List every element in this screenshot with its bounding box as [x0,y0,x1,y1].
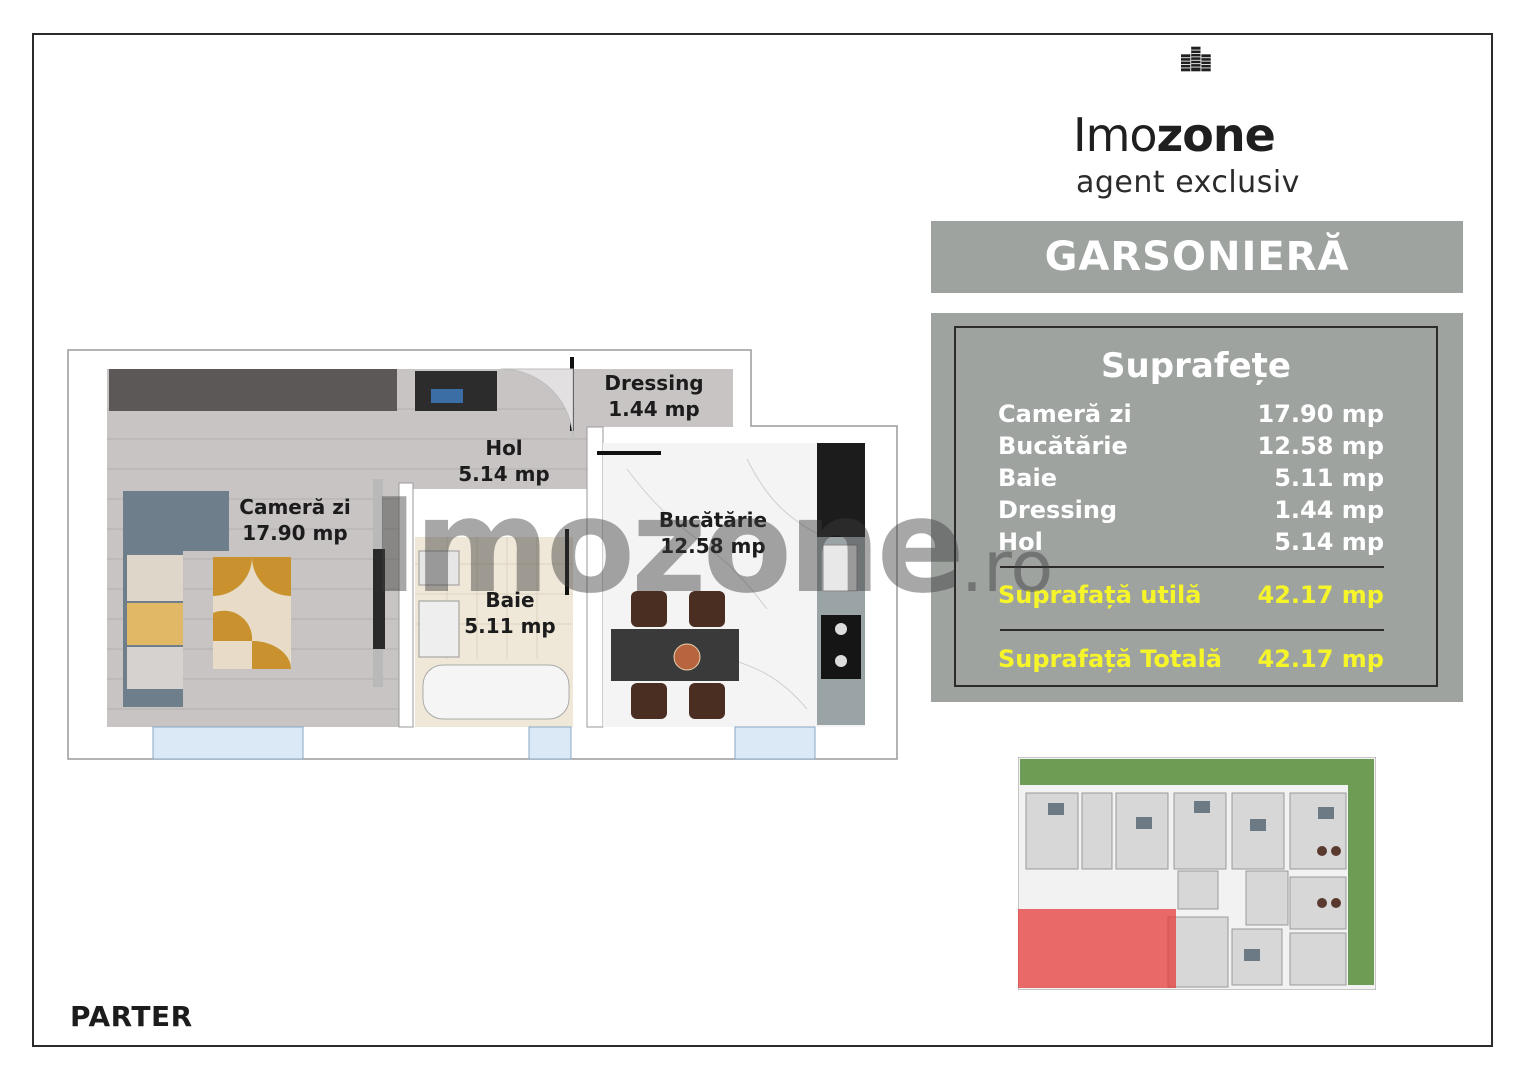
area-value: 1.44 mp [1274,496,1384,524]
area-value: 5.14 mp [1274,528,1384,556]
areas-box: Suprafețe Cameră zi 17.90 mp Bucătărie 1… [954,326,1438,687]
total-area-name: Suprafață Totală [998,645,1223,673]
selected-unit-highlight [1018,909,1176,988]
watermark-main: Imozone [370,470,965,622]
area-name: Hol [998,528,1043,556]
room-label-bucatarie: Bucătărie 12.58 mp [643,507,783,559]
room-area: 17.90 mp [242,521,348,545]
area-value: 12.58 mp [1257,432,1384,460]
room-area: 12.58 mp [660,534,766,558]
room-name: Cameră zi [239,495,351,519]
page-title: GARSONIERĂ [1044,234,1350,280]
area-value: 17.90 mp [1257,400,1384,428]
room-name: Dressing [604,371,704,395]
divider [1000,566,1384,568]
brand-tagline: agent exclusiv [1076,165,1300,200]
buildings-logo-icon [1181,46,1211,72]
room-name: Hol [485,436,523,460]
total-area-value: 42.17 mp [1257,645,1384,673]
area-name: Baie [998,464,1057,492]
room-area: 5.11 mp [464,614,556,638]
areas-panel: Suprafețe Cameră zi 17.90 mp Bucătărie 1… [931,313,1463,702]
watermark: Imozone.ro [370,470,1053,622]
area-name: Bucătărie [998,432,1128,460]
brand-name-part2: zone [1156,108,1276,162]
room-area: 5.14 mp [458,462,550,486]
room-label-dressing: Dressing 1.44 mp [589,370,719,422]
room-label-baie: Baie 5.11 mp [445,587,575,639]
room-name: Baie [485,588,535,612]
area-value: 5.11 mp [1274,464,1384,492]
floor-plan: Cameră zi 17.90 mp Hol 5.14 mp Dressing … [67,349,899,761]
room-name: Bucătărie [658,508,768,532]
areas-title: Suprafețe [1101,346,1291,386]
useful-area-value: 42.17 mp [1257,581,1384,609]
brand-name: Imozone [1073,108,1276,162]
room-label-camera-zi: Cameră zi 17.90 mp [225,494,365,546]
floor-label: PARTER [70,1000,193,1033]
room-area: 1.44 mp [608,397,700,421]
site-plan-thumbnail [1018,757,1376,990]
floor-plan-drawing [67,349,898,760]
area-name: Dressing [998,496,1118,524]
room-label-hol: Hol 5.14 mp [439,435,569,487]
area-name: Cameră zi [998,400,1132,428]
brand-name-part1: Imo [1073,108,1158,162]
useful-area-name: Suprafață utilă [998,581,1202,609]
watermark-suffix: .ro [960,526,1054,608]
title-band: GARSONIERĂ [931,221,1463,293]
page-frame [32,33,1493,1047]
divider [1000,629,1384,631]
